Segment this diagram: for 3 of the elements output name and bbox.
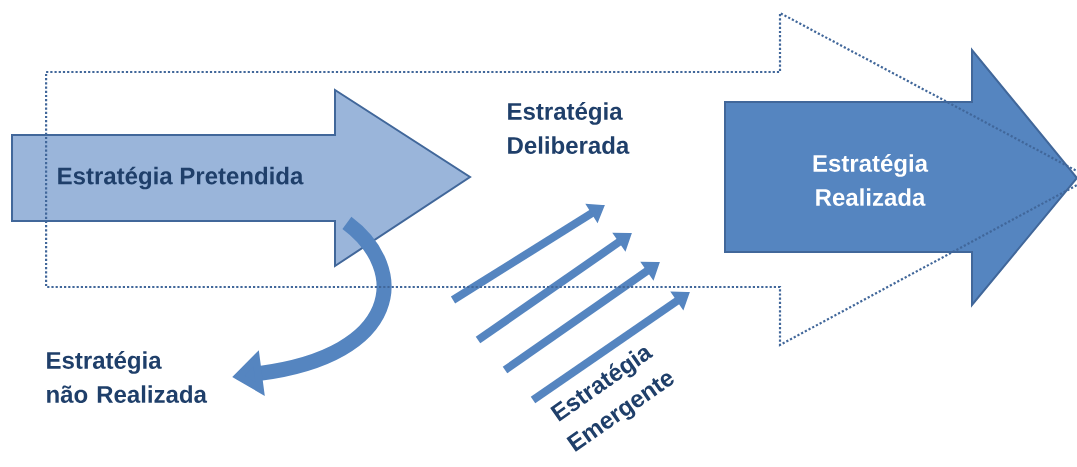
- text-label: Estratégia não Realizada: [47, 351, 208, 403]
- outline-arrow: [45, 11, 1077, 347]
- text-label: Estratégia Deliberada: [508, 102, 630, 154]
